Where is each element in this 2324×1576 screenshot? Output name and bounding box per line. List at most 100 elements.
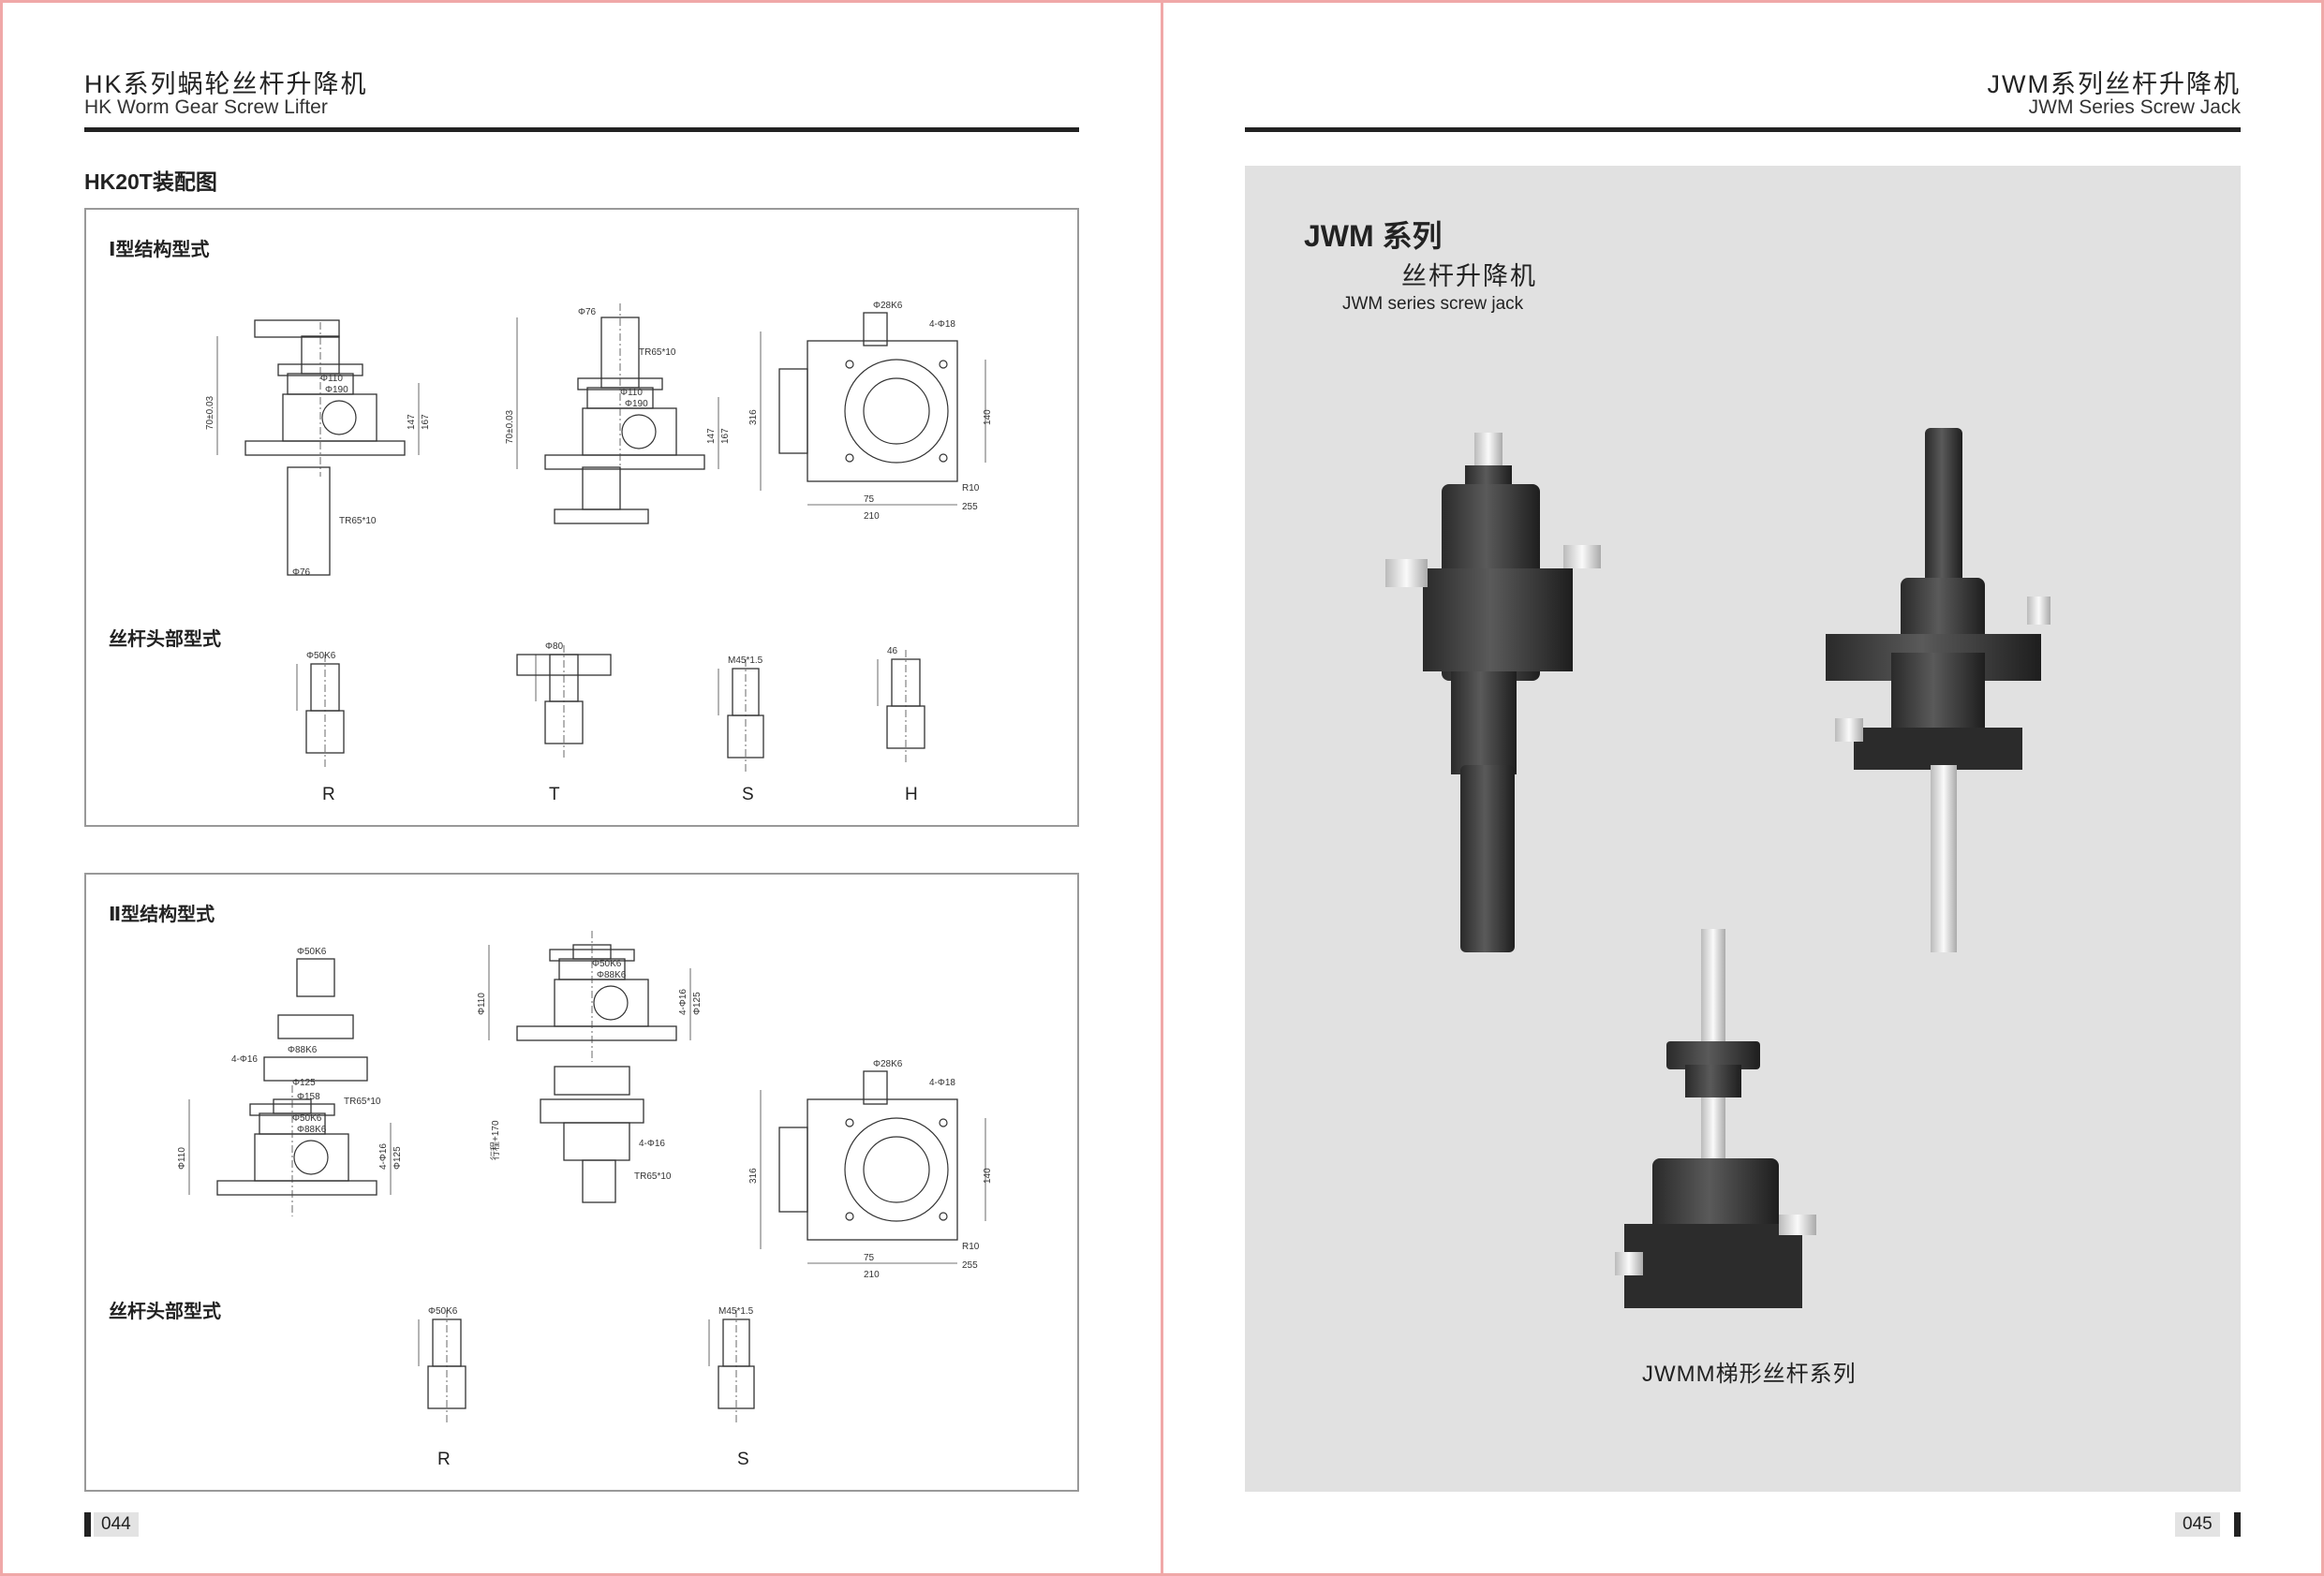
page-number-right: 045 — [2175, 1512, 2220, 1537]
dimension-label: Φ28K6 — [873, 301, 903, 311]
right-title-en: JWM Series Screw Jack — [2028, 96, 2241, 118]
right-header-rule — [1245, 127, 2241, 132]
drawing-circle — [845, 1118, 854, 1127]
product-caption: JWMM梯形丝杆系列 — [1642, 1362, 1857, 1387]
dimension-label: 316 — [748, 409, 759, 425]
drawing-outline — [296, 958, 335, 997]
left-title-cn: HK系列蜗轮丝杆升降机 — [84, 70, 368, 98]
dimension-label: 46 — [887, 646, 898, 656]
drawing-circle — [845, 1212, 854, 1221]
dimension-label: 70±0.03 — [505, 409, 515, 444]
dimension-label: 4-Φ18 — [929, 319, 955, 330]
screw-jack-photo-2 — [1826, 428, 2050, 952]
dimension-label: 167 — [720, 428, 731, 444]
drawing-circle — [863, 377, 930, 445]
drawing-circle — [593, 985, 629, 1021]
dimension-label: 255 — [962, 1260, 978, 1271]
drawing-circle — [939, 1212, 948, 1221]
type1-label: Ⅰ型结构型式 — [109, 240, 210, 260]
type2-head-label: 丝杆头部型式 — [109, 1302, 221, 1322]
drawing-circle — [844, 359, 949, 464]
dimension-label: TR65*10 — [344, 1097, 381, 1107]
head-s: S — [742, 785, 754, 804]
dimension-label: Φ88K6 — [597, 970, 627, 980]
dimension-label: 75 — [864, 1253, 875, 1263]
dimension-label: R10 — [962, 1242, 980, 1252]
drawing-outline — [554, 508, 649, 524]
screw-jack-photo-1 — [1385, 433, 1601, 952]
panel-subtitle-en: JWM series screw jack — [1342, 294, 1524, 314]
page-number-left: 044 — [94, 1512, 139, 1537]
panel-title: JWM 系列 — [1304, 219, 1443, 253]
page-fold — [1161, 0, 1163, 1576]
head-s: S — [737, 1450, 749, 1469]
dimension-label: Φ28K6 — [873, 1059, 903, 1069]
drawing-outline — [263, 1056, 368, 1082]
drawing-outline — [540, 1098, 644, 1124]
dimension-label: Φ125 — [692, 992, 703, 1015]
drawing-outline — [544, 454, 705, 470]
type2-label: Ⅱ型结构型式 — [109, 905, 215, 925]
drawing-outline — [863, 312, 888, 346]
product-panel: JWM 系列 丝杆升降机 JWM series screw jack JWMM梯… — [1245, 166, 2241, 1492]
dimension-label: Φ80 — [545, 641, 564, 652]
dimension-label: 210 — [864, 1270, 880, 1280]
dimension-label: Φ110 — [177, 1147, 187, 1170]
dimension-label: 70±0.03 — [205, 395, 215, 430]
dimension-label: M45*1.5 — [718, 1306, 754, 1317]
left-header-rule — [84, 127, 1079, 132]
dimension-label: Φ110 — [477, 993, 487, 1015]
head-r: R — [322, 785, 335, 804]
dimension-label: 行程+170 — [489, 1120, 501, 1160]
drawing-circle — [939, 1118, 948, 1127]
section-title: HK20T装配图 — [84, 169, 217, 194]
drawing-outline — [516, 654, 612, 676]
dimension-label: TR65*10 — [634, 1171, 672, 1182]
dimension-label: Φ88K6 — [288, 1045, 318, 1055]
head-r: R — [437, 1450, 451, 1469]
dimension-label: 140 — [983, 409, 993, 425]
drawing-outline — [778, 1127, 808, 1213]
drawing-outline — [254, 1133, 349, 1182]
dimension-label: R10 — [962, 483, 980, 493]
dimension-label: Φ125 — [392, 1146, 403, 1170]
drawing-circle — [845, 453, 854, 463]
panel-subtitle-cn: 丝杆升降机 — [1401, 262, 1537, 290]
drawing-circle — [939, 360, 948, 369]
dimension-label: Φ50K6 — [292, 1113, 322, 1124]
dimension-label: 167 — [421, 414, 431, 430]
dimension-label: Φ50K6 — [428, 1306, 458, 1317]
dimension-label: 316 — [748, 1168, 759, 1184]
page-marker — [2234, 1512, 2241, 1537]
dimension-label: Φ190 — [325, 385, 348, 395]
dimension-label: Φ76 — [292, 567, 311, 578]
drawing-circle — [321, 400, 357, 435]
drawing-circle — [844, 1117, 949, 1222]
dimension-label: 4-Φ16 — [378, 1143, 389, 1170]
dimension-label: 4-Φ16 — [678, 989, 688, 1015]
drawing-outline — [778, 368, 808, 454]
screw-jack-photos — [1385, 428, 2050, 1308]
drawing-circle — [293, 1140, 329, 1175]
dimension-label: Φ76 — [578, 307, 597, 317]
dimension-label: 147 — [407, 414, 417, 430]
head-t: T — [549, 785, 560, 804]
drawing-outline — [554, 1066, 630, 1096]
dimension-label: 4-Φ16 — [231, 1054, 258, 1065]
drawing-outline — [582, 466, 621, 510]
dimension-label: Φ50K6 — [297, 947, 327, 957]
drawing-outline — [863, 1070, 888, 1105]
drawing-outline — [277, 1014, 354, 1039]
left-title-en: HK Worm Gear Screw Lifter — [84, 96, 328, 118]
drawing-outline — [254, 319, 340, 338]
dimension-label: Φ125 — [292, 1078, 316, 1088]
drawing-circle — [939, 453, 948, 463]
drawing-outline — [563, 1122, 630, 1161]
drawing-outline — [244, 440, 406, 456]
dimension-label: 4-Φ18 — [929, 1078, 955, 1088]
dimension-label: 75 — [864, 494, 875, 505]
dimension-label: Φ158 — [297, 1092, 320, 1102]
dimension-label: TR65*10 — [639, 347, 676, 358]
